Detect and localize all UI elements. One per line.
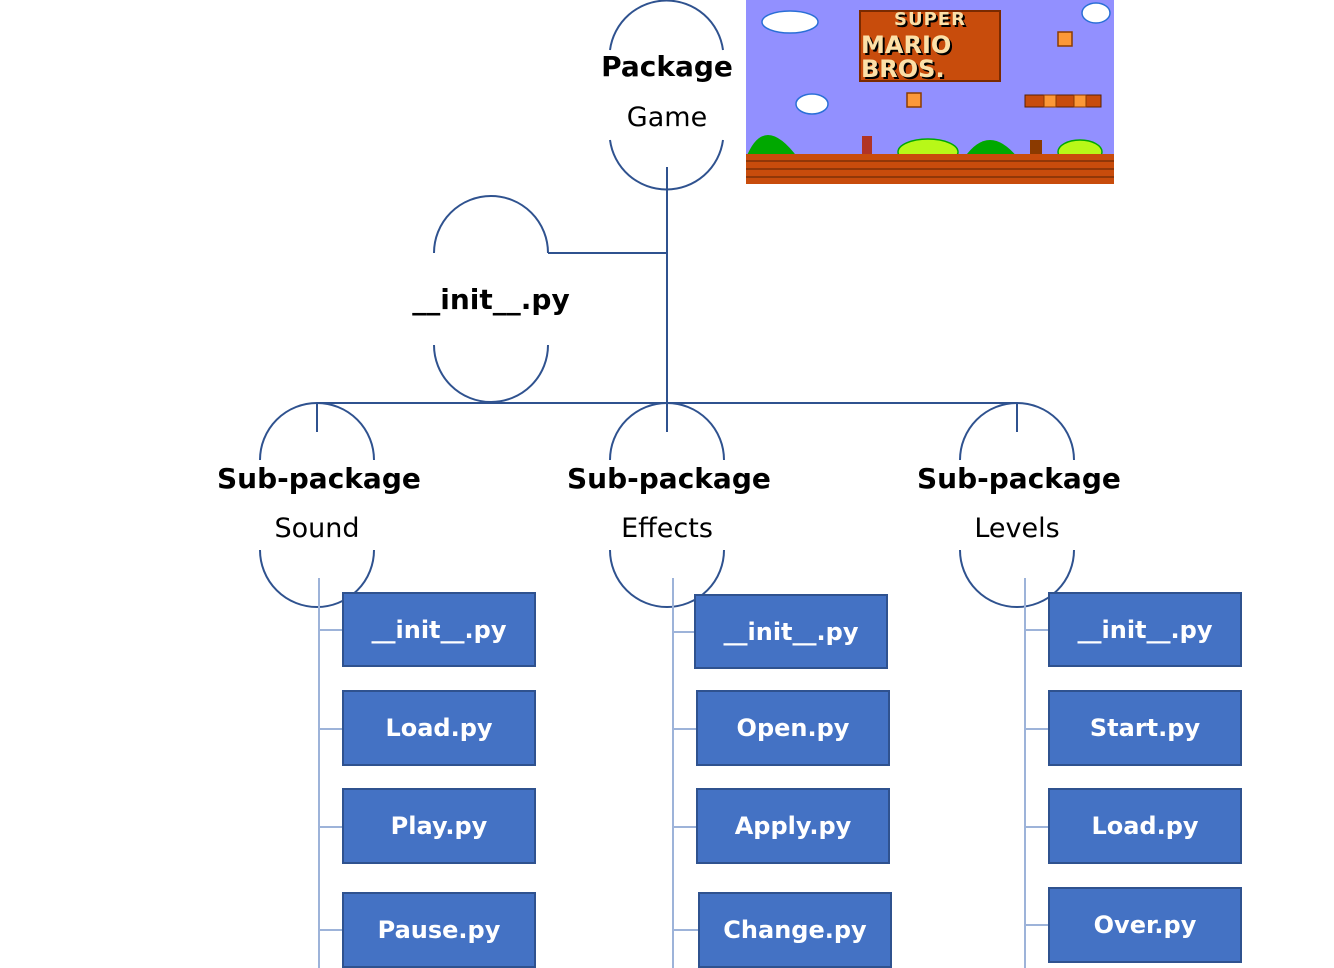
sound-node-name: Sound: [274, 513, 360, 544]
effects-file-apply: Apply.py: [696, 788, 890, 864]
root-init-node-label: __init__.py: [412, 283, 570, 316]
levels-file-init: __init__.py: [1048, 592, 1242, 667]
init-node-arc-top: [433, 195, 549, 254]
init-node-arc-bottom: [433, 344, 549, 403]
effects-file-open: Open.py: [696, 690, 890, 766]
sound-node-arc-bottom: [259, 549, 375, 608]
effects-node-arc-bottom: [609, 549, 725, 608]
effects-file-init: __init__.py: [694, 594, 888, 669]
sound-file-pause: Pause.py: [342, 892, 536, 968]
effects-node-arc-top: [609, 402, 725, 461]
levels-node-arc-bottom: [959, 549, 1075, 608]
levels-node-arc-top: [959, 402, 1075, 461]
game-logo: SUPER MARIO BROS.: [859, 10, 1001, 82]
sound-file-load: Load.py: [342, 690, 536, 766]
levels-node-name: Levels: [974, 513, 1060, 544]
sound-file-init: __init__.py: [342, 592, 536, 667]
super-mario-bros-image: SUPER MARIO BROS.: [746, 0, 1114, 184]
effects-node-kind: Sub-package: [567, 462, 771, 495]
effects-node-name: Effects: [621, 513, 713, 544]
game-logo-line-1: SUPER: [894, 9, 966, 30]
effects-file-change: Change.py: [698, 892, 892, 968]
levels-file-over: Over.py: [1048, 887, 1242, 963]
root-node-name: Game: [626, 102, 708, 133]
levels-node-kind: Sub-package: [917, 462, 1121, 495]
levels-file-load: Load.py: [1048, 788, 1242, 864]
root-node-arc-top: [609, 0, 724, 51]
game-logo-line-2: MARIO BROS.: [861, 31, 952, 83]
sound-file-play: Play.py: [342, 788, 536, 864]
root-node-kind: Package: [601, 50, 733, 83]
sound-node-kind: Sub-package: [217, 462, 421, 495]
levels-file-start: Start.py: [1048, 690, 1242, 766]
sound-node-arc-top: [259, 402, 375, 461]
